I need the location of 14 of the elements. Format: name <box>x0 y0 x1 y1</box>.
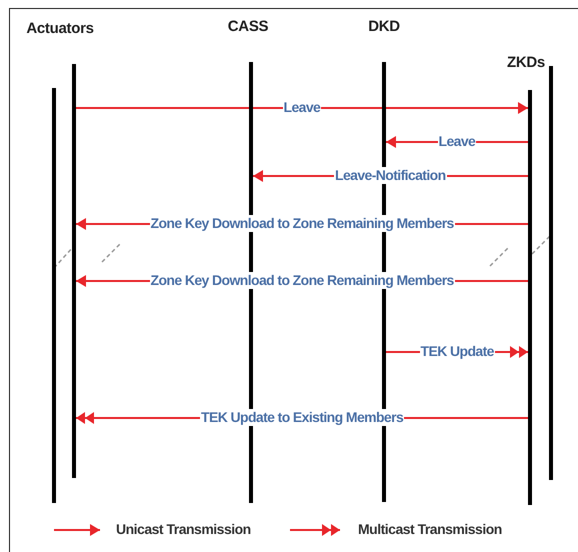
message-label: Zone Key Download to Zone Remaining Members <box>150 272 455 289</box>
message-arrow <box>76 102 528 114</box>
lifeline-title: ZKDs <box>506 54 546 71</box>
legend-text: Multicast Transmission <box>358 521 502 537</box>
message-label: TEK Update to Existing Members <box>200 409 404 426</box>
lifeline-title: DKD <box>367 18 401 35</box>
lifeline <box>549 66 553 480</box>
message-label: Zone Key Download to Zone Remaining Members <box>150 215 455 232</box>
lifeline-title: CASS <box>226 18 270 35</box>
legend-text: Unicast Transmission <box>116 521 251 537</box>
message-label: Leave-Notification <box>334 167 447 184</box>
lifeline <box>52 88 56 503</box>
message-label: TEK Update <box>420 343 495 360</box>
lifeline-title: Actuators <box>25 20 95 37</box>
